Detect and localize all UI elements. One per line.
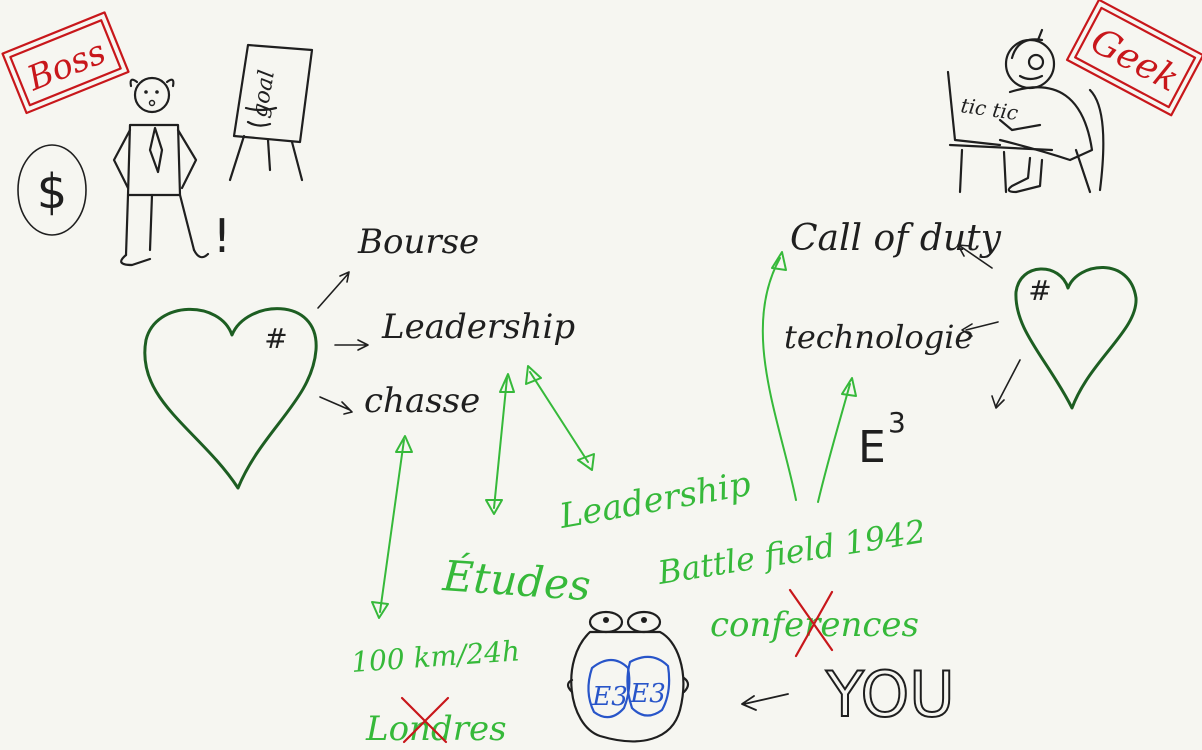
geek-interest-technologie: technologie	[784, 318, 973, 356]
boss-interest-leadership: Leadership	[381, 307, 575, 347]
boss-interest-chasse: chasse	[364, 381, 480, 421]
topic-battlefield: Battle field 1942	[654, 512, 928, 592]
topic-distance: 100 km/24h	[350, 634, 521, 679]
boss-figure-icon	[112, 76, 210, 267]
you-arrow	[741, 693, 789, 711]
topic-londres: Londres	[365, 709, 507, 749]
goal-easel-icon: goal	[228, 43, 314, 182]
geek-stamp: Geek	[1065, 0, 1202, 117]
green-connectors	[371, 251, 857, 619]
brain-right-label: E3	[629, 679, 666, 709]
topic-leadership: Leadership	[556, 464, 754, 537]
boss-interest-bourse: Bourse	[357, 222, 479, 262]
boss-heart-hash: #	[264, 322, 287, 355]
you-label: YOU	[825, 658, 955, 731]
brain-left-label: E3	[591, 682, 628, 712]
boss-heart-icon: #	[143, 307, 318, 490]
geek-heart-icon: #	[1014, 266, 1138, 410]
goal-label: goal	[247, 68, 280, 119]
topic-etudes: Études	[440, 550, 592, 610]
geek-heart-hash: #	[1028, 274, 1051, 307]
conferences-strike	[788, 588, 834, 658]
e-cubed-exponent: 3	[888, 406, 906, 439]
exclamation-mark: !	[213, 209, 231, 263]
londres-strike	[400, 696, 450, 744]
brain-head-icon: E3 E3	[566, 610, 690, 743]
boss-stamp: Boss	[1, 11, 130, 115]
dollar-coin-icon: $	[17, 144, 87, 236]
geek-interest-call-of-duty: Call of duty	[790, 218, 1002, 259]
typing-sound: tic tic	[959, 93, 1019, 125]
dollar-sign: $	[37, 164, 68, 220]
e-cubed-base: E	[858, 422, 886, 473]
geek-at-computer-icon: tic tic	[946, 28, 1105, 194]
